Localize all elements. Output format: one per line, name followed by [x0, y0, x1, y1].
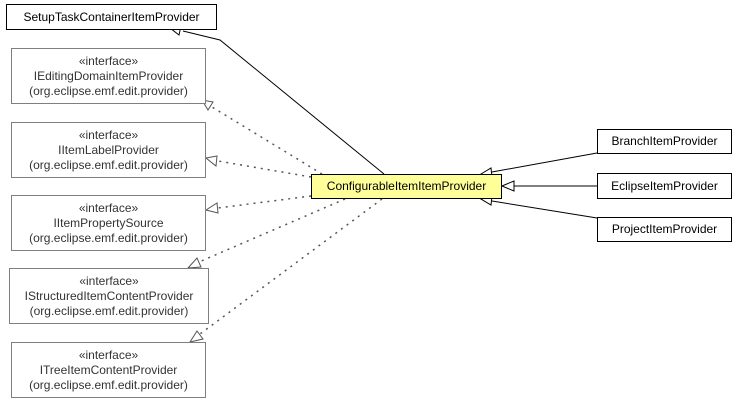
interface-iitem-property-source[interactable]: «interface» IItemPropertySource (org.ecl…: [11, 195, 206, 251]
realization-arrowhead: [188, 330, 204, 343]
generalization-edge-project: [491, 200, 598, 219]
interface-stereotype: «interface»: [78, 53, 139, 68]
interface-iitem-label-provider[interactable]: «interface» IItemLabelProvider (org.ecli…: [11, 122, 206, 178]
class-name: ProjectItemProvider: [611, 222, 718, 236]
class-eclipse-item-provider[interactable]: EclipseItemProvider: [597, 173, 732, 199]
class-name: BranchItemProvider: [611, 134, 718, 148]
interface-stereotype: «interface»: [78, 127, 139, 142]
interface-package: (org.eclipse.emf.edit.provider): [29, 83, 188, 98]
interface-name: IEditingDomainItemProvider: [33, 68, 184, 83]
interface-name: ITreeItemContentProvider: [39, 362, 178, 377]
generalization-edge-branch: [491, 152, 598, 173]
realization-edge-editing-domain: [211, 106, 323, 175]
realization-edge-property-source: [217, 195, 312, 209]
class-name: EclipseItemProvider: [611, 178, 718, 193]
class-configurable-item-item-provider[interactable]: ConfigurableItemItemProvider: [311, 174, 502, 199]
interface-package: (org.eclipse.emf.edit.provider): [29, 230, 188, 245]
class-project-item-provider[interactable]: ProjectItemProvider: [597, 217, 732, 242]
realization-edge-tree-content: [199, 198, 383, 335]
interface-stereotype: «interface»: [78, 200, 139, 215]
interface-iediting-domain-item-provider[interactable]: «interface» IEditingDomainItemProvider (…: [11, 48, 206, 104]
interface-package: (org.eclipse.emf.edit.provider): [29, 157, 188, 172]
interface-name: IStructuredItemContentProvider: [24, 288, 194, 303]
interface-istructured-item-content-provider[interactable]: «interface» IStructuredItemContentProvid…: [9, 268, 209, 324]
realization-arrowhead: [204, 155, 218, 167]
class-name: SetupTaskContainerItemProvider: [23, 9, 200, 24]
interface-itree-item-content-provider[interactable]: «interface» ITreeItemContentProvider (or…: [11, 342, 206, 398]
realization-arrowhead: [186, 257, 202, 269]
interface-stereotype: «interface»: [79, 273, 139, 288]
interface-stereotype: «interface»: [78, 347, 139, 362]
realization-arrowhead: [204, 202, 219, 214]
interface-name: IItemPropertySource: [53, 215, 164, 230]
realization-edge-structured-content: [198, 198, 346, 263]
generalization-arrowhead: [500, 180, 515, 192]
class-name: ConfigurableItemItemProvider: [326, 179, 487, 193]
realization-edge-label-provider: [217, 160, 312, 178]
interface-name: IItemLabelProvider: [58, 142, 159, 157]
interface-package: (org.eclipse.emf.edit.provider): [29, 377, 188, 392]
class-setup-task-container-item-provider[interactable]: SetupTaskContainerItemProvider: [6, 4, 217, 30]
class-branch-item-provider[interactable]: BranchItemProvider: [597, 129, 732, 154]
generalization-edge-setup-task: [182, 30, 385, 175]
interface-package: (org.eclipse.emf.edit.provider): [29, 303, 189, 318]
